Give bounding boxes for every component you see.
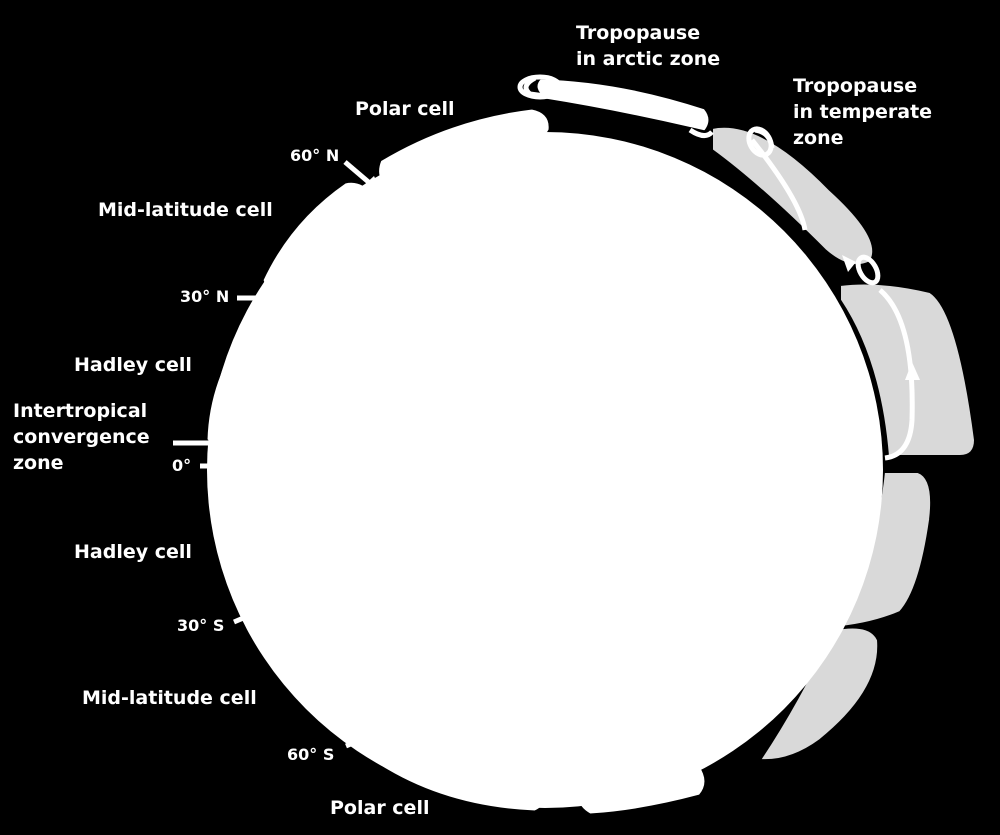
lat-60s-label: 60° S bbox=[287, 742, 334, 768]
polar-end-ring bbox=[854, 254, 882, 286]
tropopause-temperate-line-3: zone bbox=[793, 125, 932, 151]
itcz-label: Intertropical convergence zone bbox=[13, 398, 150, 476]
tropopause-arctic-line-1: Tropopause bbox=[576, 20, 720, 46]
itcz-line-1: Intertropical bbox=[13, 398, 150, 424]
itcz-line-2: convergence bbox=[13, 424, 150, 450]
lat-30n-label: 30° N bbox=[180, 284, 229, 310]
lat-30s-label: 30° S bbox=[177, 613, 224, 639]
tropopause-arctic-label: Tropopause in arctic zone bbox=[576, 20, 720, 72]
hadley-cell-south-label: Hadley cell bbox=[74, 539, 192, 565]
itcz-line-3: zone bbox=[13, 450, 150, 476]
midlat-cell-south-label: Mid-latitude cell bbox=[82, 685, 257, 711]
tropopause-temperate-line-2: in temperate bbox=[793, 99, 932, 125]
tropopause-temperate-label: Tropopause in temperate zone bbox=[793, 73, 932, 151]
lat-0-label: 0° bbox=[172, 453, 191, 479]
polar-cell-north-label: Polar cell bbox=[355, 96, 454, 122]
tropopause-temperate-line-1: Tropopause bbox=[793, 73, 932, 99]
tropopause-arctic-line-2: in arctic zone bbox=[576, 46, 720, 72]
hadley-cell-north-label: Hadley cell bbox=[74, 352, 192, 378]
lat-60n-label: 60° N bbox=[290, 143, 339, 169]
polar-cell-south-label: Polar cell bbox=[330, 795, 429, 821]
earth-disk bbox=[207, 132, 883, 808]
midlat-cell-north-label: Mid-latitude cell bbox=[98, 197, 273, 223]
